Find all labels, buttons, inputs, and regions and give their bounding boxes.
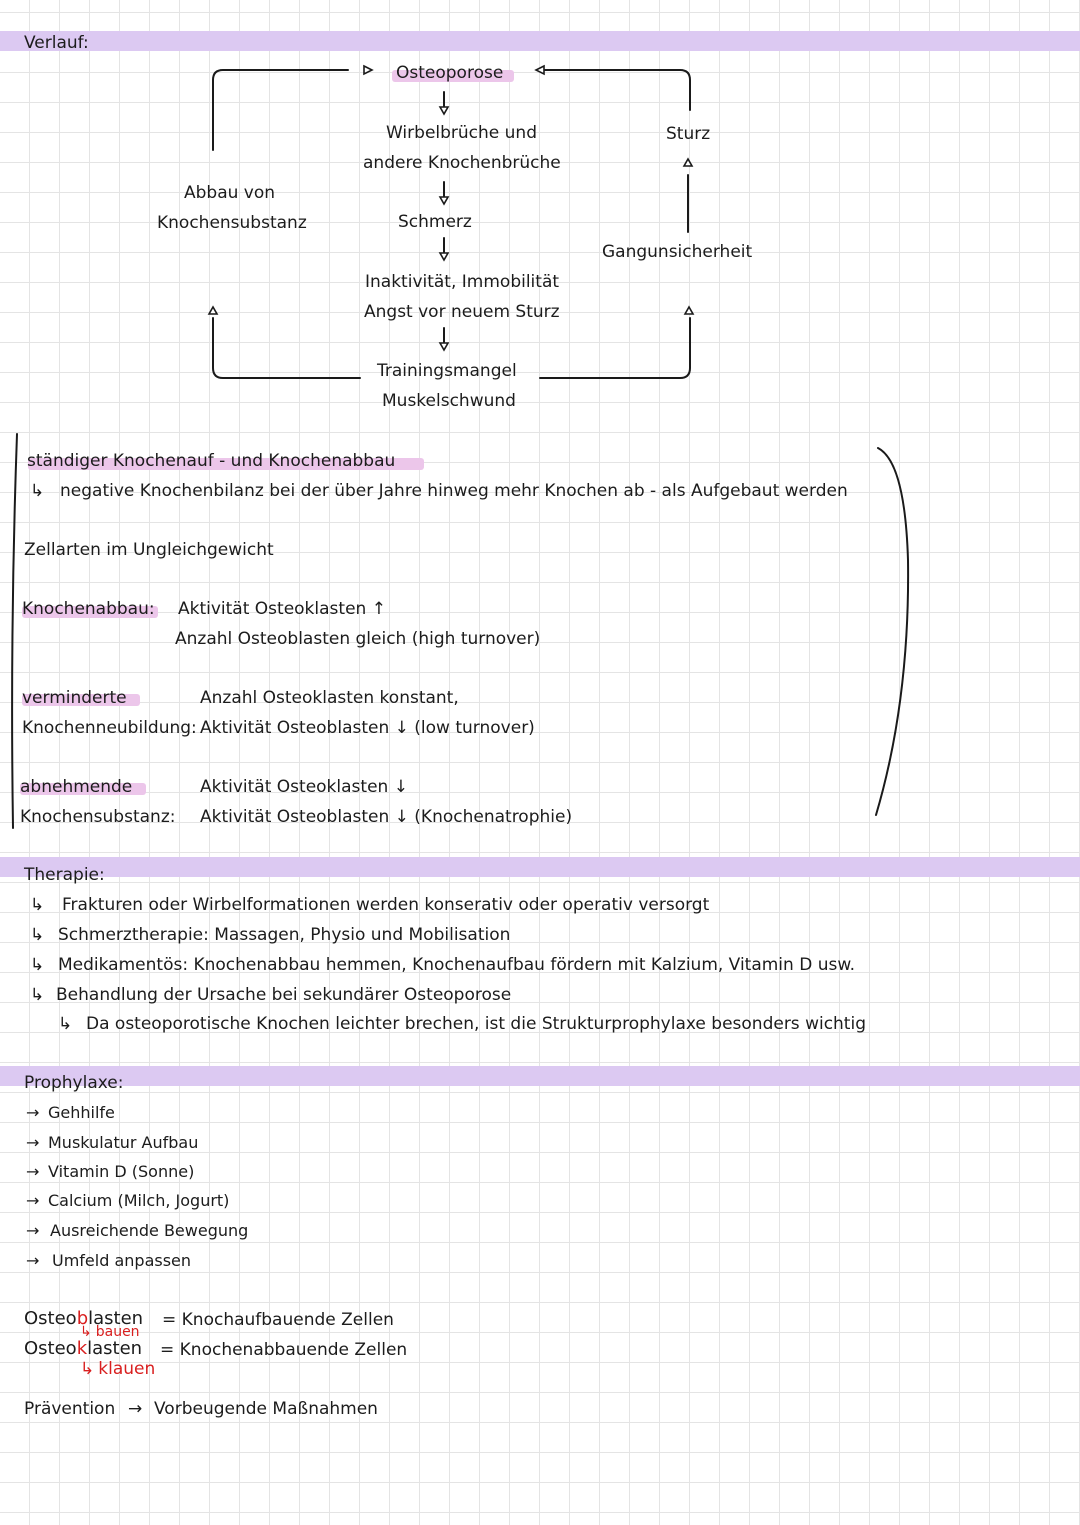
bilanz-line-2: negative Knochenbilanz bei der über Jahr… <box>60 481 848 501</box>
abnehmende-label-1: abnehmende <box>20 777 133 797</box>
flow-abbau-2: Knochensubstanz <box>157 213 307 233</box>
osteoblasten-definition: = Knochaufbauende Zellen <box>162 1310 394 1330</box>
osteoporose-highlight <box>392 70 514 82</box>
prophylaxe-item-1: Muskulatur Aufbau <box>48 1133 199 1152</box>
flow-wirbelbrueche-2: andere Knochenbrüche <box>363 153 561 173</box>
flow-abbau-1: Abbau von <box>184 183 276 203</box>
abnehmende-line-2: Aktivität Osteoblasten ↓ (Knochenatrophi… <box>200 807 573 827</box>
prophylaxe-item-2: Vitamin D (Sonne) <box>48 1162 195 1181</box>
abnehmende-highlight <box>20 783 146 795</box>
prophylaxe-item-5: Umfeld anpassen <box>52 1251 192 1270</box>
flow-osteoporose: Osteoporose <box>396 63 504 83</box>
verlauf-cycle-lines <box>207 64 695 379</box>
prophylaxe-arrow-4: → <box>26 1221 40 1240</box>
prophylaxe-item-0: Gehhilfe <box>48 1103 115 1122</box>
bilanz-line-1: ständiger Knochenauf - und Knochenabbau <box>27 451 396 471</box>
therapie-sub-arrow: ↳ <box>58 1014 73 1034</box>
therapie-sub: Da osteoporotische Knochen leichter brec… <box>86 1014 866 1034</box>
verlauf-heading: Verlauf: <box>24 33 89 53</box>
abnehmende-line-1: Aktivität Osteoklasten ↓ <box>200 777 408 797</box>
therapie-arrow-0: ↳ <box>30 895 45 915</box>
knochenabbau-label: Knochenabbau: <box>22 599 155 619</box>
bilanz-arrow-1: ↳ <box>30 481 45 501</box>
osteoklasten-definition: = Knochenabbauende Zellen <box>160 1340 408 1360</box>
verminderte-line-2: Aktivität Osteoblasten ↓ (low turnover) <box>200 718 535 738</box>
verminderte-label-2: Knochenneubildung: <box>22 718 197 738</box>
flow-schmerz: Schmerz <box>398 212 472 232</box>
knochenauf-highlight <box>28 458 424 470</box>
verlauf-band <box>0 31 1080 51</box>
bilanz-brackets <box>11 433 910 829</box>
praevention-arrow: → <box>128 1399 143 1419</box>
zellarten-heading: Zellarten im Ungleichgewicht <box>24 540 274 560</box>
flow-trainingsmangel-1: Trainingsmangel <box>377 361 517 381</box>
prophylaxe-band <box>0 1066 1080 1086</box>
knochenabbau-line-1: Aktivität Osteoklasten ↑ <box>178 599 386 619</box>
osteoblasten-term: Osteoblasten <box>24 1308 144 1329</box>
osteoklasten-letter-k: k <box>76 1338 88 1359</box>
therapie-arrow-2: ↳ <box>30 955 45 975</box>
prophylaxe-arrow-3: → <box>26 1191 40 1210</box>
praevention-definition: Vorbeugende Maßnahmen <box>154 1399 378 1419</box>
therapie-item-0: Frakturen oder Wirbelformationen werden … <box>62 895 710 915</box>
osteoklasten-term: Osteoklasten <box>24 1338 143 1359</box>
therapie-item-3: Behandlung der Ursache bei sekundärer Os… <box>56 985 512 1005</box>
therapie-band <box>0 857 1080 877</box>
flow-trainingsmangel-2: Muskelschwund <box>382 391 516 411</box>
therapie-arrow-3: ↳ <box>30 985 45 1005</box>
flow-wirbelbrueche-1: Wirbelbrüche und <box>386 123 537 143</box>
prophylaxe-item-4: Ausreichende Bewegung <box>50 1221 249 1240</box>
prophylaxe-arrow-2: → <box>26 1162 40 1181</box>
prophylaxe-heading: Prophylaxe: <box>24 1073 124 1093</box>
therapie-heading: Therapie: <box>24 865 105 885</box>
verminderte-line-1: Anzahl Osteoklasten konstant, <box>200 688 459 708</box>
prophylaxe-arrow-0: → <box>26 1103 40 1122</box>
flow-inaktivitaet-2: Angst vor neuem Sturz <box>364 302 560 322</box>
prophylaxe-arrow-1: → <box>26 1133 40 1152</box>
therapie-item-1: Schmerztherapie: Massagen, Physio und Mo… <box>58 925 511 945</box>
knochenabbau-highlight <box>22 606 158 618</box>
prophylaxe-item-3: Calcium (Milch, Jogurt) <box>48 1191 230 1210</box>
flow-sturz: Sturz <box>666 124 711 144</box>
osteoblasten-letter-b: b <box>76 1308 89 1329</box>
osteoblasten-hint: ↳bauen <box>80 1324 140 1340</box>
therapie-item-2: Medikamentös: Knochenabbau hemmen, Knoch… <box>58 955 856 975</box>
flow-gangunsicherheit: Gangunsicherheit <box>602 242 753 262</box>
praevention-word: Prävention <box>24 1399 116 1419</box>
abnehmende-label-2: Knochensubstanz: <box>20 807 176 827</box>
prophylaxe-arrow-5: → <box>26 1251 40 1270</box>
flow-inaktivitaet-1: Inaktivität, Immobilität <box>365 272 560 292</box>
osteoklasten-hint: ↳klauen <box>80 1359 156 1379</box>
verminderte-label-1: verminderte <box>22 688 127 708</box>
therapie-arrow-1: ↳ <box>30 925 45 945</box>
knochenabbau-line-2: Anzahl Osteoblasten gleich (high turnove… <box>175 629 541 649</box>
verminderte-highlight <box>22 694 140 706</box>
